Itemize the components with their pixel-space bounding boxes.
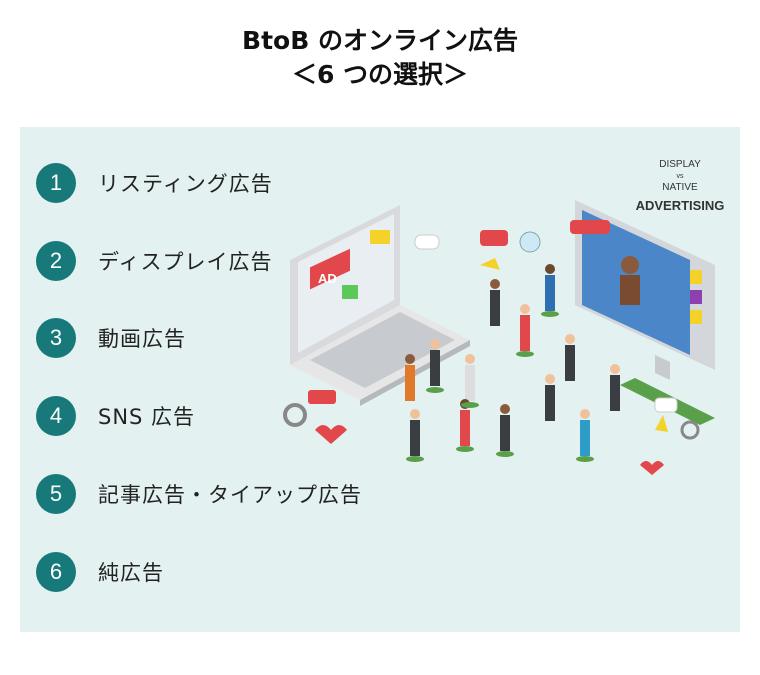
title-line-2: ＜6 つの選択＞ (291, 60, 469, 89)
title-line-1: BtoB のオンライン広告 (242, 26, 518, 55)
list-item: 2 ディスプレイ広告 (36, 240, 273, 282)
tagline-vs: vs (676, 173, 684, 180)
list-item: 5 記事広告・タイアップ広告 (36, 473, 362, 515)
tagline-display: DISPLAY (659, 159, 701, 170)
item-label: リスティング広告 (98, 172, 273, 196)
list-item: 4 SNS 広告 (36, 395, 195, 437)
heart-icon (315, 425, 347, 444)
item-label: 記事広告・タイアップ広告 (98, 483, 362, 507)
page-title: BtoB のオンライン広告 ＜6 つの選択＞ (0, 24, 760, 92)
gear-icon (283, 403, 307, 427)
item-label: 動画広告 (98, 327, 186, 351)
tagline-native: NATIVE (662, 182, 698, 193)
item-label: 純広告 (98, 561, 164, 585)
number-badge: 1 (36, 163, 76, 203)
number-badge: 3 (36, 318, 76, 358)
list-item: 1 リスティング広告 (36, 162, 273, 204)
monitor-icon (575, 200, 715, 425)
number-badge: 5 (36, 474, 76, 514)
number-badge: 2 (36, 241, 76, 281)
list-item: 6 純広告 (36, 551, 164, 593)
tagline-advertising: ADVERTISING (635, 198, 725, 213)
laptop-icon: AD (290, 205, 470, 406)
star-icon (655, 415, 668, 432)
item-label: SNS 広告 (98, 405, 196, 429)
number-badge: 4 (36, 396, 76, 436)
list-item: 3 動画広告 (36, 317, 186, 359)
ad-label: AD (318, 271, 337, 286)
item-label: ディスプレイ広告 (98, 250, 273, 274)
number-badge: 6 (36, 552, 76, 592)
advertising-illustration: AD (283, 200, 715, 475)
